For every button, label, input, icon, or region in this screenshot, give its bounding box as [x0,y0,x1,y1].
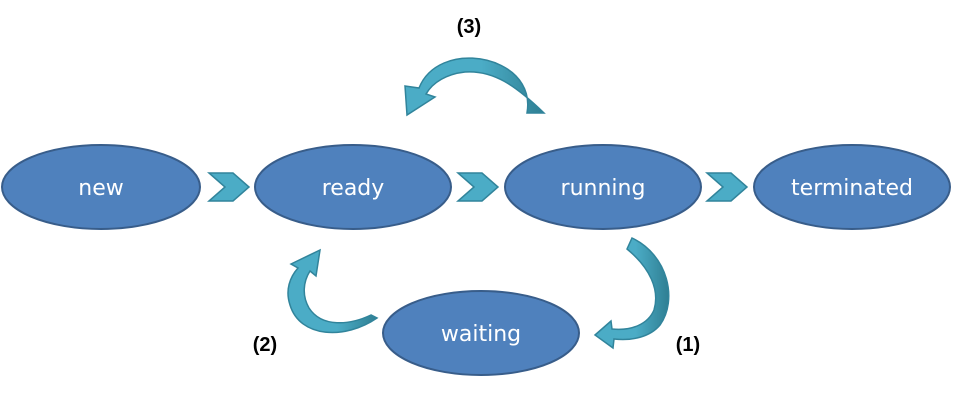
state-running: running [504,144,702,230]
transition-label-1: (1) [676,334,700,356]
state-waiting-label: waiting [441,322,521,347]
state-terminated-label: terminated [791,176,913,201]
state-ready-label: ready [322,176,385,201]
curved-arrow-running-to-waiting-icon [593,236,670,350]
state-new: new [1,144,201,230]
state-terminated: terminated [753,144,951,230]
curved-arrow-running-to-ready-icon [404,57,546,117]
curved-arrow-waiting-to-ready-icon [287,248,379,334]
chevron-ready-running-icon [456,172,500,202]
state-running-label: running [561,176,646,201]
chevron-new-ready-icon [207,172,251,202]
transition-label-3: (3) [457,16,481,38]
chevron-running-terminated-icon [705,172,749,202]
state-new-label: new [78,176,123,201]
state-waiting: waiting [382,290,580,376]
transition-label-2: (2) [253,334,277,356]
state-ready: ready [254,144,452,230]
